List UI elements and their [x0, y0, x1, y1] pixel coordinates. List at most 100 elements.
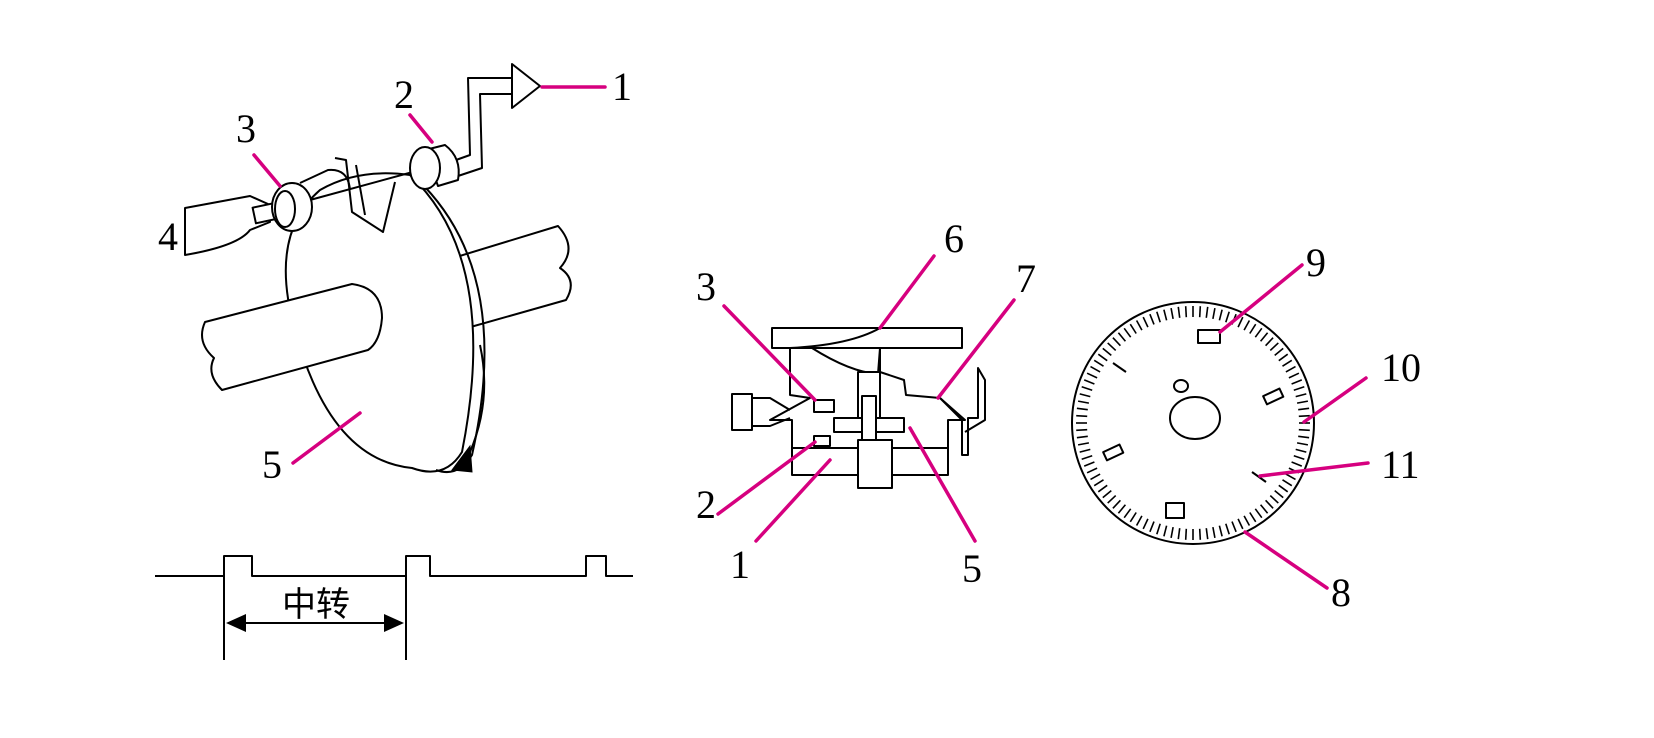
dial-leader-10 [1302, 376, 1368, 424]
dial-tick [1123, 508, 1132, 519]
dial-tick-marks [1076, 306, 1310, 540]
dial-tick [1149, 521, 1155, 533]
disc-sensor-assembly: 1 2 3 4 5 [158, 63, 632, 487]
dial-tick [1198, 528, 1202, 540]
mid-leader-6 [878, 254, 936, 330]
label-5: 5 [262, 442, 282, 487]
dial-tick [1097, 353, 1108, 362]
front-shaft [201, 283, 383, 391]
dial-tick [1295, 393, 1307, 398]
mid-label-3: 3 [696, 264, 716, 309]
dial-tick [1081, 455, 1093, 460]
dial-tick [1129, 323, 1137, 334]
mid-leader-3 [722, 304, 817, 402]
dial-tick [1218, 525, 1223, 537]
dial-tick [1269, 495, 1279, 504]
dial-tick [1081, 386, 1093, 391]
dial-tick [1163, 309, 1168, 321]
dial-tick [1278, 484, 1289, 493]
dial-tick [1129, 512, 1137, 523]
dial-tick [1205, 306, 1209, 318]
dial-tick [1259, 504, 1269, 514]
leader-5 [291, 411, 362, 465]
dial-tick [1077, 442, 1090, 446]
dial-tick [1295, 448, 1307, 453]
mid-label-7: 7 [1016, 256, 1036, 301]
dial-label-10: 10 [1381, 345, 1421, 390]
dial-tick [1291, 379, 1303, 385]
cross-section-assembly: 6 3 7 2 1 5 [696, 216, 1036, 591]
label-2: 2 [394, 72, 414, 117]
dial-tick [1156, 523, 1161, 535]
label-3: 3 [236, 106, 256, 151]
dial-tick [1298, 435, 1310, 439]
dial-tick [1135, 515, 1143, 526]
dial-tick [1107, 342, 1117, 351]
dial-tick [1090, 365, 1101, 373]
dial-tick [1086, 372, 1098, 379]
mid-label-5: 5 [962, 546, 982, 591]
dial-tick [1249, 512, 1257, 523]
dial-tick [1079, 448, 1091, 453]
dial-leader-11 [1258, 461, 1370, 478]
dial-tick [1112, 337, 1121, 347]
period-dimension-arrow [226, 614, 404, 632]
graduated-dial: 9 10 11 8 [1071, 240, 1421, 615]
dial-tick [1293, 455, 1305, 460]
dial-tick [1142, 518, 1149, 530]
mid-label-6: 6 [944, 216, 964, 261]
dial-tick [1243, 320, 1251, 331]
dial-tick [1225, 523, 1230, 535]
coil-part3 [271, 168, 351, 232]
dial-tick [1083, 379, 1095, 385]
dial-tick [1149, 313, 1155, 325]
dial-small-hole [1173, 379, 1189, 393]
dial-tick [1170, 526, 1174, 539]
dial-window-bottom [1165, 502, 1185, 519]
dial-tick [1076, 435, 1088, 439]
dial-tick [1198, 306, 1202, 318]
mid-leader-7 [936, 298, 1016, 400]
dial-tick [1237, 316, 1244, 328]
dial-tick [1123, 327, 1132, 338]
dial-tick [1231, 521, 1237, 533]
dial-tick [1170, 307, 1174, 320]
mid-label-2: 2 [696, 482, 716, 527]
dial-tick [1291, 461, 1303, 467]
dial-tick [1184, 528, 1188, 540]
dial-tick [1184, 306, 1188, 318]
mid-label-1: 1 [730, 542, 750, 587]
dial-tick [1212, 307, 1216, 320]
dial-tick [1293, 386, 1305, 391]
dial-tick [1086, 467, 1098, 474]
dial-window-left [1102, 443, 1125, 462]
dial-tick [1274, 489, 1284, 499]
dial-tick [1102, 347, 1112, 357]
dial-tick [1298, 407, 1310, 411]
dial-tick [1107, 495, 1117, 504]
dial-tick [1298, 428, 1310, 432]
dial-tick [1093, 359, 1104, 367]
dial-tick [1090, 473, 1101, 481]
dial-tick [1205, 528, 1209, 540]
dial-window-right [1262, 387, 1285, 406]
pulse-waveform: 中转 [155, 555, 633, 660]
dial-tick [1288, 372, 1300, 379]
dial-tick [1285, 365, 1296, 373]
dial-leader-9 [1218, 263, 1304, 334]
dial-rim [1071, 301, 1315, 545]
label-4: 4 [158, 214, 178, 259]
dial-tick [1274, 347, 1284, 357]
label-1: 1 [612, 64, 632, 109]
dial-tick [1177, 528, 1181, 540]
mid-leader-2 [716, 440, 817, 516]
dial-tick [1076, 428, 1088, 432]
mid-leader-5 [908, 426, 977, 543]
dial-tick [1163, 525, 1168, 537]
dial-tick [1265, 337, 1274, 347]
dial-label-9: 9 [1306, 240, 1326, 285]
dial-tick [1282, 359, 1293, 367]
dial-window-top [1197, 329, 1221, 344]
dial-leader-8 [1243, 530, 1329, 590]
